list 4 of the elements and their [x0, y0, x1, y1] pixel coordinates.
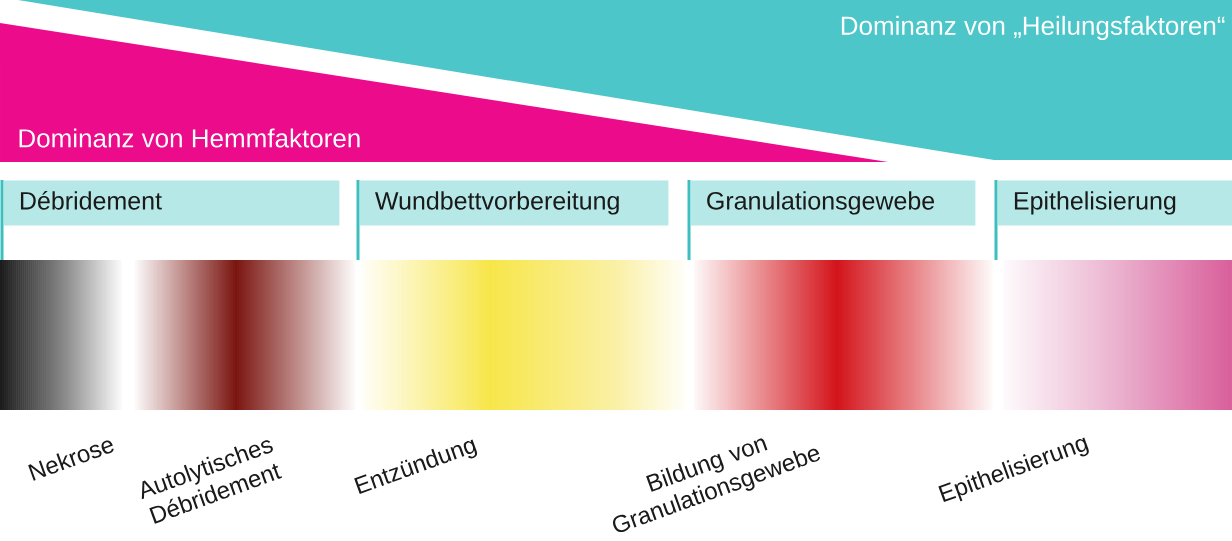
phase-header: Granulationsgewebe	[687, 180, 976, 260]
phase-header: Wundbettvorbereitung	[356, 180, 669, 260]
phase-header: Epithelisierung	[994, 180, 1232, 260]
phase-header: Débridement	[0, 180, 340, 260]
